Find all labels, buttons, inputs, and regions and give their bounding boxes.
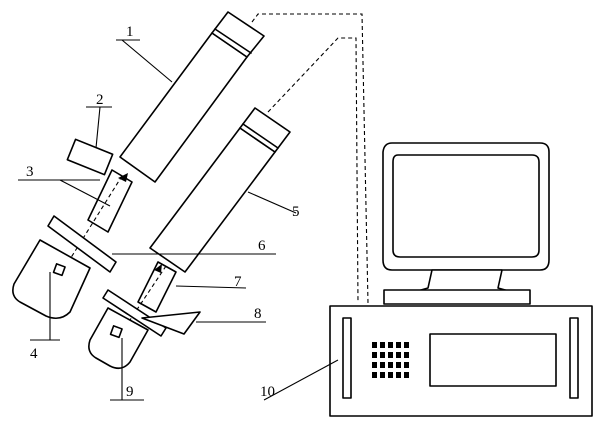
detector-tube-5 (149, 107, 291, 273)
leader-7 (175, 285, 247, 289)
plate-8-lower (102, 289, 167, 337)
computer-10 (329, 142, 593, 417)
label-1: 1 (126, 24, 134, 40)
leader-1 (121, 39, 173, 83)
cable-detector-5 (267, 37, 359, 304)
leader-2 (95, 106, 101, 149)
monitor-base (383, 289, 531, 305)
label-9: 9 (126, 384, 134, 400)
label-6: 6 (258, 238, 266, 254)
beam-tube-7 (117, 261, 177, 339)
label-3: 3 (26, 164, 34, 180)
leader-5 (247, 191, 297, 214)
source-housing-4 (12, 239, 91, 320)
source-housing-9 (88, 307, 149, 370)
beam-tube-3 (61, 169, 133, 273)
monitor-stand (413, 269, 513, 293)
detector-tube-1 (119, 11, 265, 183)
vent-grille (372, 342, 409, 378)
label-8: 8 (254, 306, 262, 322)
label-2: 2 (96, 92, 104, 108)
monitor-screen (392, 154, 540, 258)
label-4: 4 (30, 346, 38, 362)
component-2-block (66, 138, 114, 176)
case-slot-left (342, 317, 352, 399)
drive-panel (429, 333, 557, 387)
leader-10 (263, 359, 339, 401)
label-7: 7 (234, 274, 242, 290)
plate-6-upper (47, 215, 117, 273)
label-10: 10 (260, 384, 275, 400)
wedge-8 (141, 311, 201, 335)
leader-3-diag (59, 179, 111, 207)
case-slot-right (569, 317, 579, 399)
label-5: 5 (292, 204, 300, 220)
